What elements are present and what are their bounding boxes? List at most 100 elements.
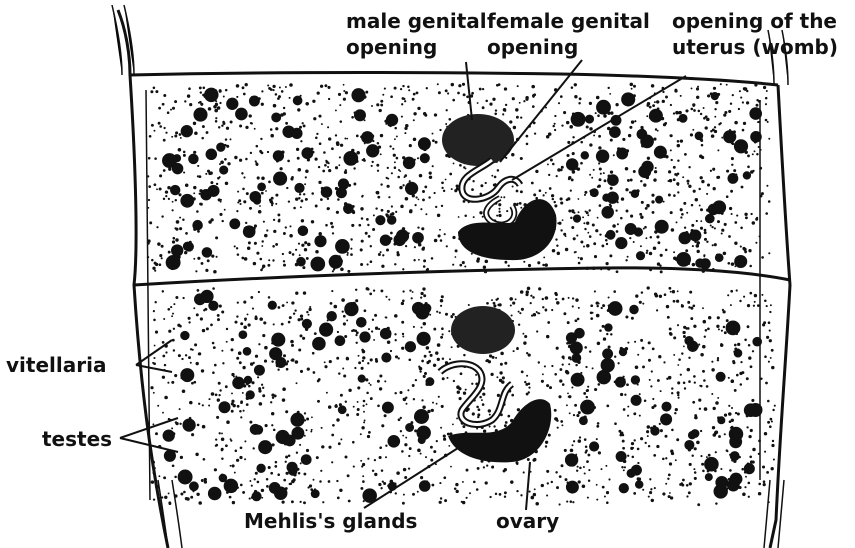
- vitellaria-dot: [199, 86, 202, 89]
- vitellaria-dot: [766, 90, 768, 92]
- vitellaria-dot: [379, 374, 382, 377]
- vitellaria-dot: [370, 397, 373, 400]
- label-uterus-opening: opening of the uterus (womb): [672, 9, 844, 59]
- testis-dot: [729, 435, 742, 448]
- vitellaria-dot: [243, 326, 247, 330]
- vitellaria-dot: [596, 438, 598, 440]
- vitellaria-dot: [671, 159, 673, 161]
- vitellaria-dot: [254, 242, 257, 245]
- vitellaria-dot: [559, 379, 562, 382]
- vitellaria-dot: [254, 128, 256, 130]
- vitellaria-dot: [660, 270, 663, 273]
- testis-dot: [425, 377, 434, 386]
- vitellaria-dot: [586, 389, 589, 392]
- vitellaria-dot: [494, 113, 497, 116]
- vitellaria-dot: [466, 469, 469, 472]
- vitellaria-dot: [606, 491, 609, 494]
- vitellaria-dot: [609, 93, 611, 95]
- vitellaria-dot: [288, 200, 290, 202]
- vitellaria-dot: [772, 409, 774, 411]
- vitellaria-dot: [747, 304, 750, 307]
- vitellaria-dot: [492, 98, 495, 101]
- vitellaria-dot: [697, 503, 700, 506]
- vitellaria-dot: [597, 383, 600, 386]
- vitellaria-dot: [171, 136, 173, 138]
- vitellaria-dot: [214, 468, 217, 471]
- vitellaria-dot: [404, 476, 407, 479]
- vitellaria-dot: [715, 451, 717, 453]
- vitellaria-dot: [443, 476, 446, 479]
- vitellaria-dot: [285, 410, 288, 413]
- vitellaria-dot: [601, 244, 604, 247]
- vitellaria-dot: [689, 463, 692, 466]
- testis-dot: [695, 258, 705, 268]
- testis-dot: [734, 349, 743, 358]
- vitellaria-dot: [154, 270, 156, 272]
- testis-dot: [224, 479, 239, 494]
- vitellaria-dot: [206, 327, 209, 330]
- vitellaria-dot: [572, 501, 574, 503]
- vitellaria-dot: [456, 184, 459, 187]
- vitellaria-dot: [239, 124, 242, 127]
- vitellaria-dot: [374, 314, 377, 317]
- vitellaria-dot: [567, 321, 570, 324]
- vitellaria-dot: [380, 289, 383, 292]
- vitellaria-dot: [544, 365, 546, 367]
- vitellaria-dot: [346, 357, 349, 360]
- vitellaria-dot: [283, 260, 285, 262]
- vitellaria-dot: [659, 265, 661, 267]
- vitellaria-dot: [363, 400, 366, 403]
- testis-dot: [678, 232, 691, 245]
- vitellaria-dot: [394, 392, 396, 394]
- vitellaria-dot: [358, 355, 360, 357]
- vitellaria-dot: [159, 254, 162, 257]
- vitellaria-dot: [230, 138, 232, 140]
- vitellaria-dot: [196, 362, 199, 365]
- vitellaria-dot: [328, 98, 330, 100]
- testis-dot: [596, 149, 609, 162]
- vitellaria-dot: [560, 202, 563, 205]
- vitellaria-dot: [488, 409, 491, 412]
- vitellaria-dot: [560, 420, 563, 423]
- vitellaria-dot: [402, 435, 404, 437]
- vitellaria-dot: [207, 170, 210, 173]
- vitellaria-dot: [699, 205, 701, 207]
- vitellaria-dot: [358, 224, 361, 227]
- vitellaria-dot: [315, 205, 318, 208]
- vitellaria-dot: [285, 86, 287, 88]
- vitellaria-dot: [234, 472, 236, 474]
- vitellaria-dot: [668, 194, 671, 197]
- vitellaria-dot: [381, 424, 384, 427]
- vitellaria-dot: [433, 328, 436, 331]
- vitellaria-dot: [356, 151, 360, 155]
- vitellaria-dot: [495, 109, 497, 111]
- vitellaria-dot: [291, 500, 294, 503]
- vitellaria-dot: [473, 481, 476, 484]
- vitellaria-dot: [752, 350, 754, 352]
- vitellaria-dot: [180, 493, 183, 496]
- vitellaria-dot: [670, 291, 672, 293]
- vitellaria-dot: [560, 95, 563, 98]
- vitellaria-dot: [608, 478, 610, 480]
- vitellaria-dot: [187, 94, 190, 97]
- vitellaria-dot: [599, 167, 602, 170]
- vitellaria-dot: [599, 233, 601, 235]
- vitellaria-dot: [446, 245, 448, 247]
- vitellaria-dot: [703, 107, 705, 109]
- vitellaria-dot: [645, 442, 647, 444]
- hatched-neck-strokes: [112, 5, 788, 548]
- vitellaria-dot: [431, 484, 434, 487]
- vitellaria-dot: [218, 126, 220, 128]
- vitellaria-dot: [175, 131, 178, 134]
- vitellaria-dot: [273, 323, 275, 325]
- vitellaria-dot: [715, 401, 719, 405]
- vitellaria-dot: [221, 310, 224, 313]
- vitellaria-dot: [458, 216, 460, 218]
- vitellaria-dot: [637, 354, 639, 356]
- vitellaria-dot: [548, 174, 550, 176]
- vitellaria-dot: [219, 389, 221, 391]
- vitellaria-dot: [723, 326, 725, 328]
- vitellaria-dot: [331, 461, 333, 463]
- vitellaria-dot: [484, 270, 487, 273]
- vitellaria-dot: [452, 236, 455, 239]
